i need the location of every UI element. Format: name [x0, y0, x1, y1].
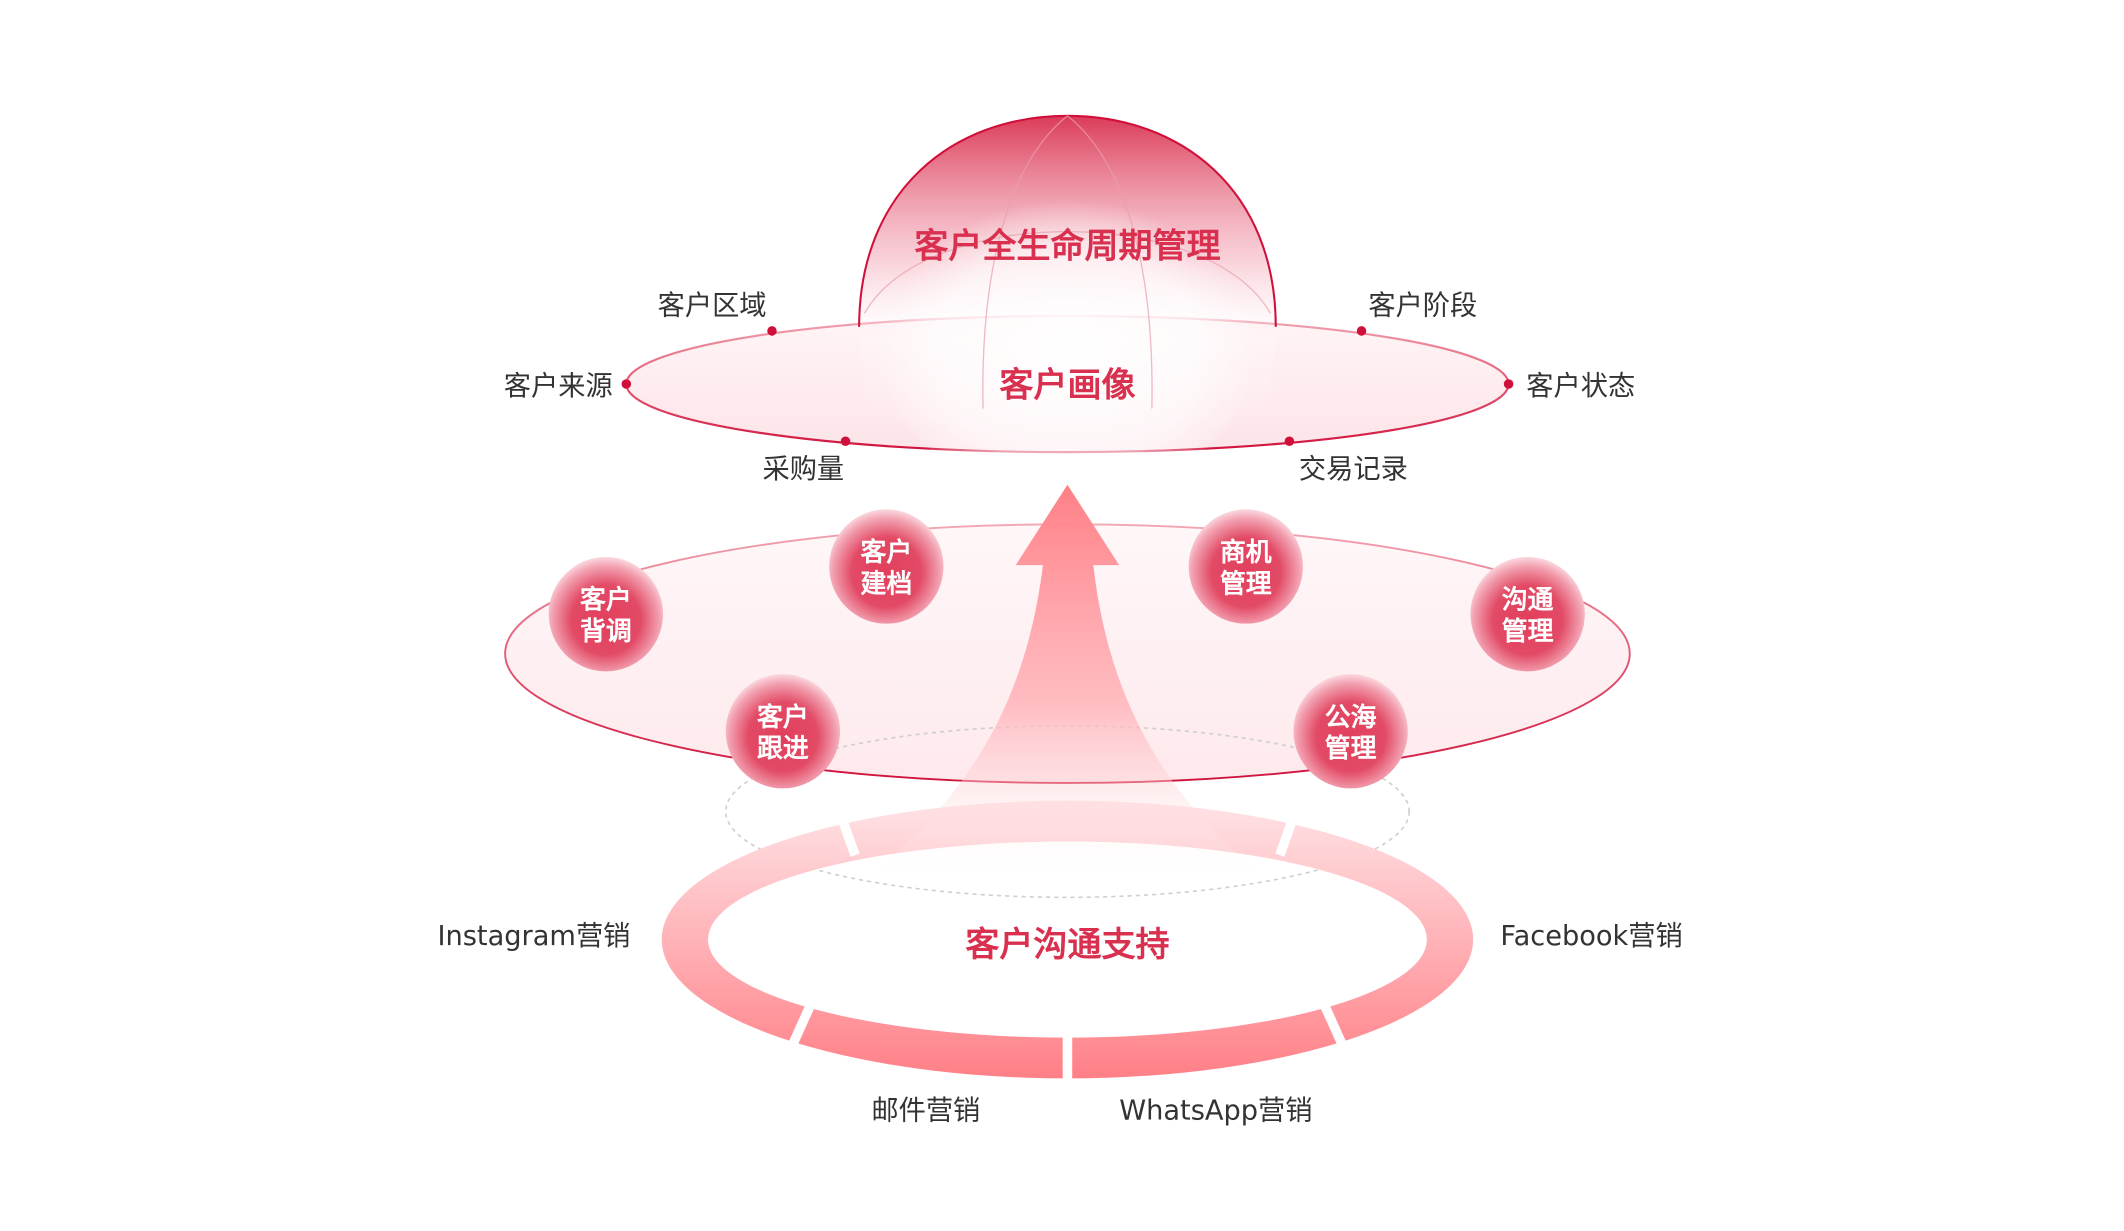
orb-line1: 公海 — [1325, 703, 1377, 733]
attribute-dots — [621, 326, 1514, 446]
orb-line2: 背调 — [580, 617, 632, 647]
orb-line2: 管理 — [1502, 617, 1554, 647]
orb-line1: 商机 — [1220, 537, 1272, 568]
module-orb-communication-management[interactable]: 沟通 管理 — [1470, 556, 1585, 672]
channel-email: 邮件营销 — [871, 1095, 980, 1126]
module-orb-profile-creation[interactable]: 客户 建档 — [829, 509, 944, 624]
communication-ring — [661, 800, 1474, 1090]
orb-line2: 跟进 — [757, 734, 809, 764]
lifecycle-dome — [858, 114, 1277, 498]
label-source: 客户来源 — [504, 371, 613, 402]
channel-instagram: Instagram营销 — [437, 921, 630, 952]
communication-title: 客户沟通支持 — [965, 925, 1169, 965]
label-status: 客户状态 — [1526, 371, 1635, 402]
module-orb-opportunity-management[interactable]: 商机 管理 — [1188, 509, 1303, 624]
label-region: 客户区域 — [658, 291, 767, 322]
module-orb-background-check[interactable]: 客户 背调 — [548, 556, 664, 672]
label-transactions: 交易记录 — [1299, 454, 1408, 485]
channel-whatsapp: WhatsApp营销 — [1119, 1095, 1312, 1126]
orb-line2: 管理 — [1325, 734, 1377, 764]
label-purchase: 采购量 — [762, 454, 844, 485]
portrait-title: 客户画像 — [999, 365, 1135, 405]
orb-line1: 客户 — [580, 585, 632, 616]
growth-arrow — [857, 484, 1274, 886]
module-orb-follow-up[interactable]: 客户 跟进 — [725, 674, 841, 789]
dome-title: 客户全生命周期管理 — [914, 226, 1220, 266]
orb-line1: 客户 — [757, 702, 809, 733]
orb-line1: 沟通 — [1502, 586, 1554, 616]
label-stage: 客户阶段 — [1368, 291, 1477, 322]
channel-facebook: Facebook营销 — [1500, 921, 1682, 952]
dashed-ellipse — [724, 724, 1411, 899]
orb-line2: 管理 — [1220, 569, 1272, 599]
module-orb-public-pool[interactable]: 公海 管理 — [1293, 674, 1408, 789]
orb-line2: 建档 — [861, 569, 913, 599]
orb-line1: 客户 — [861, 537, 913, 568]
